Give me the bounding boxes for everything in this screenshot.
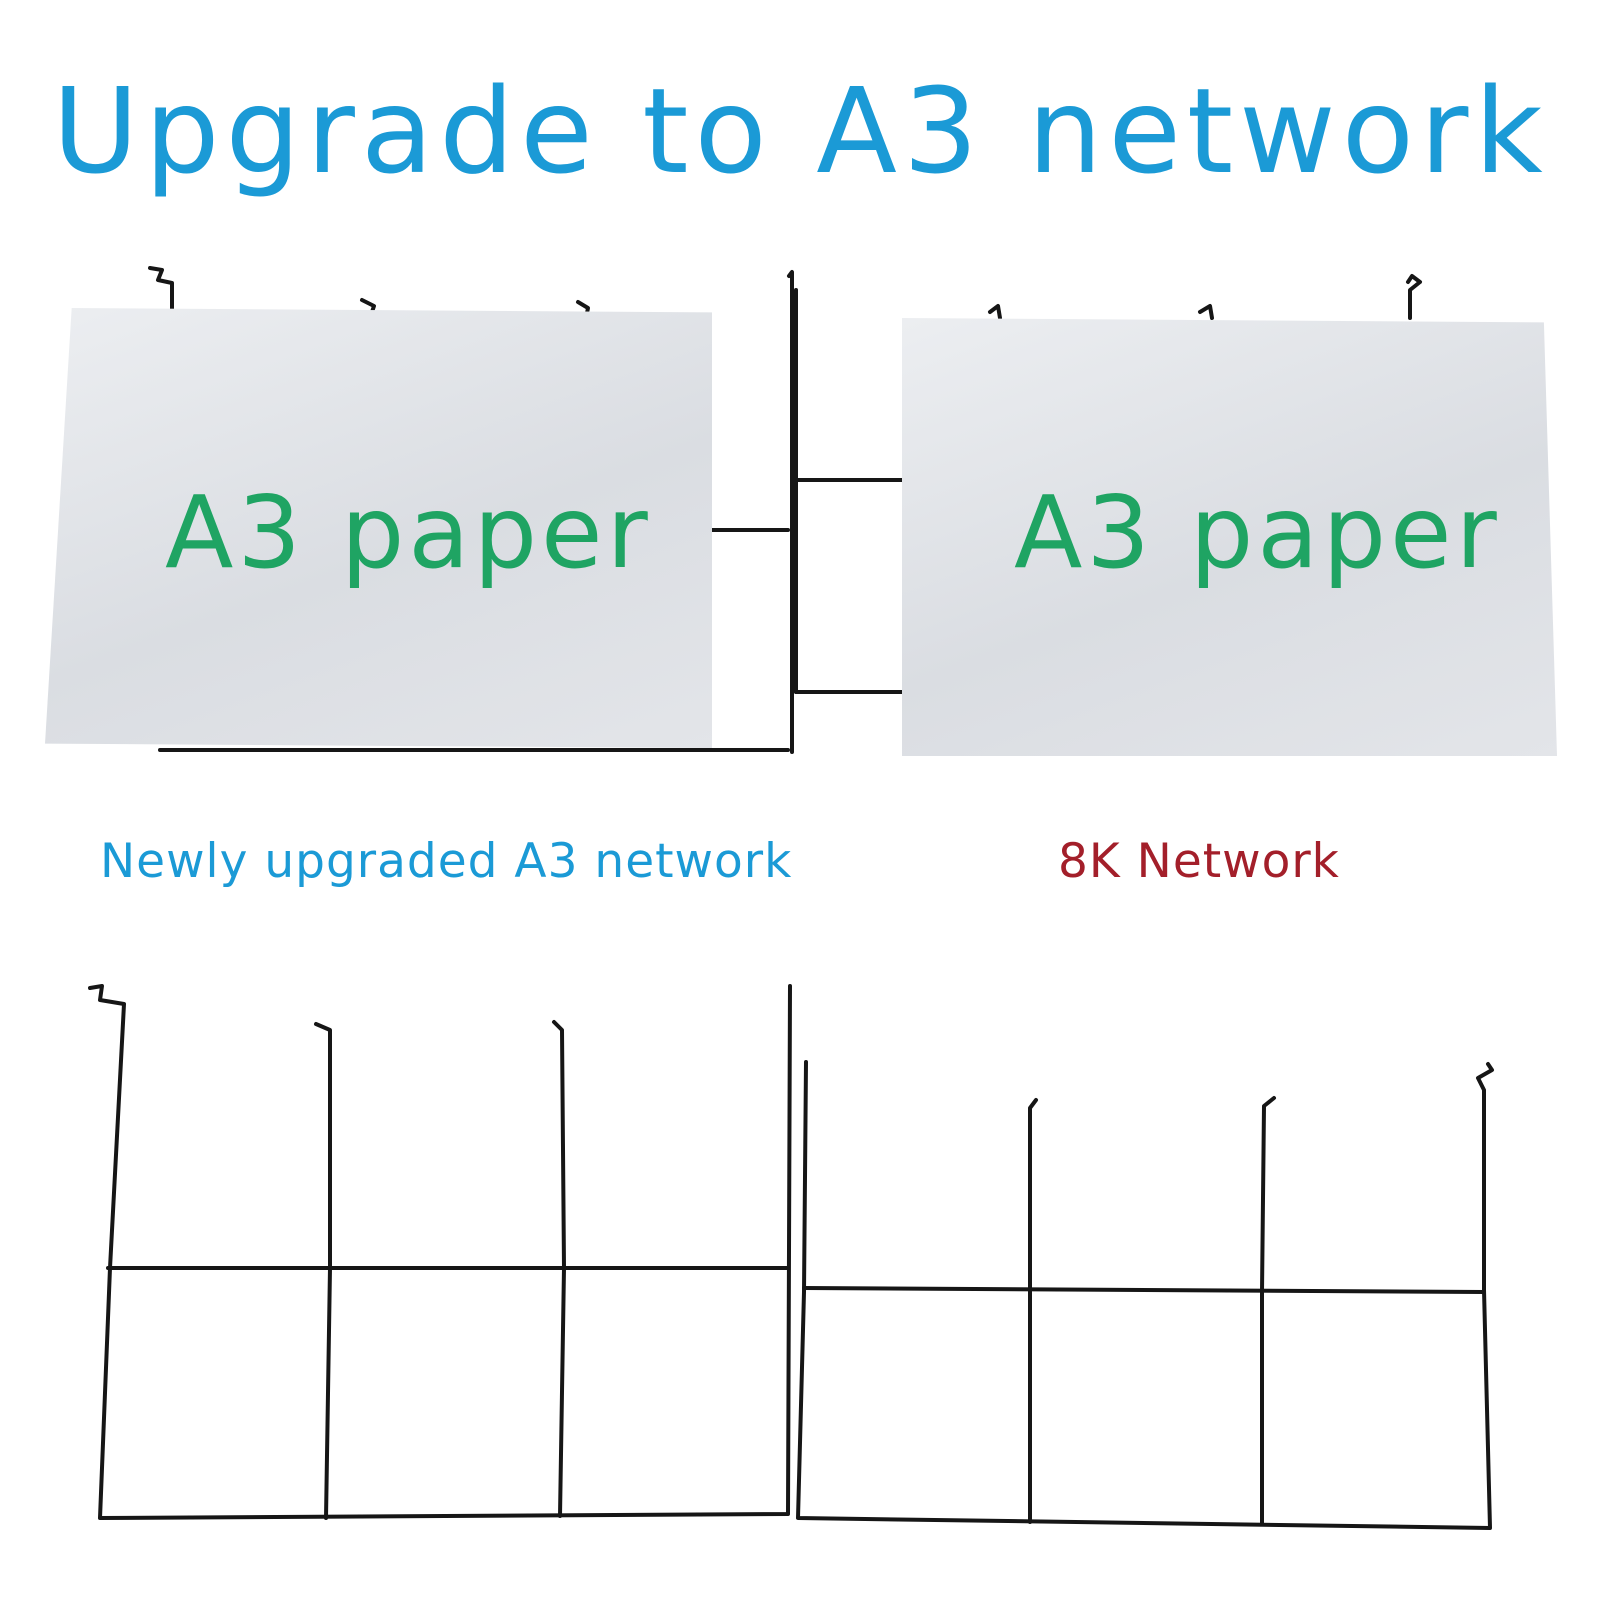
page-title: Upgrade to A3 network [52, 62, 1549, 200]
right-a3-paper: A3 paper [902, 318, 1557, 756]
right-rack-hook-3 [1406, 274, 1422, 320]
left-rack-hook-1 [148, 266, 174, 314]
left-a3-paper: A3 paper [45, 308, 712, 748]
8k-rack-frame [796, 1060, 1494, 1530]
left-paper-label: A3 paper [165, 474, 652, 591]
8k-rack-hook-3 [1260, 1096, 1276, 1526]
wire-strokes [148, 266, 1422, 754]
a3-rack-hook-3 [552, 1020, 566, 1518]
right-rack-hook-1 [988, 304, 1002, 320]
8k-rack-crossbar [802, 1286, 1486, 1294]
a3-rack-hook-2 [314, 1022, 332, 1520]
right-paper-label: A3 paper [1014, 474, 1501, 591]
a3-network-label: Newly upgraded A3 network [100, 834, 793, 889]
8k-network-label: 8K Network [1058, 834, 1340, 889]
right-rack-hook-2 [1198, 304, 1214, 320]
a3-rack-frame [88, 984, 792, 1520]
center-post [787, 270, 794, 754]
8k-rack-hook-2 [1028, 1098, 1038, 1524]
